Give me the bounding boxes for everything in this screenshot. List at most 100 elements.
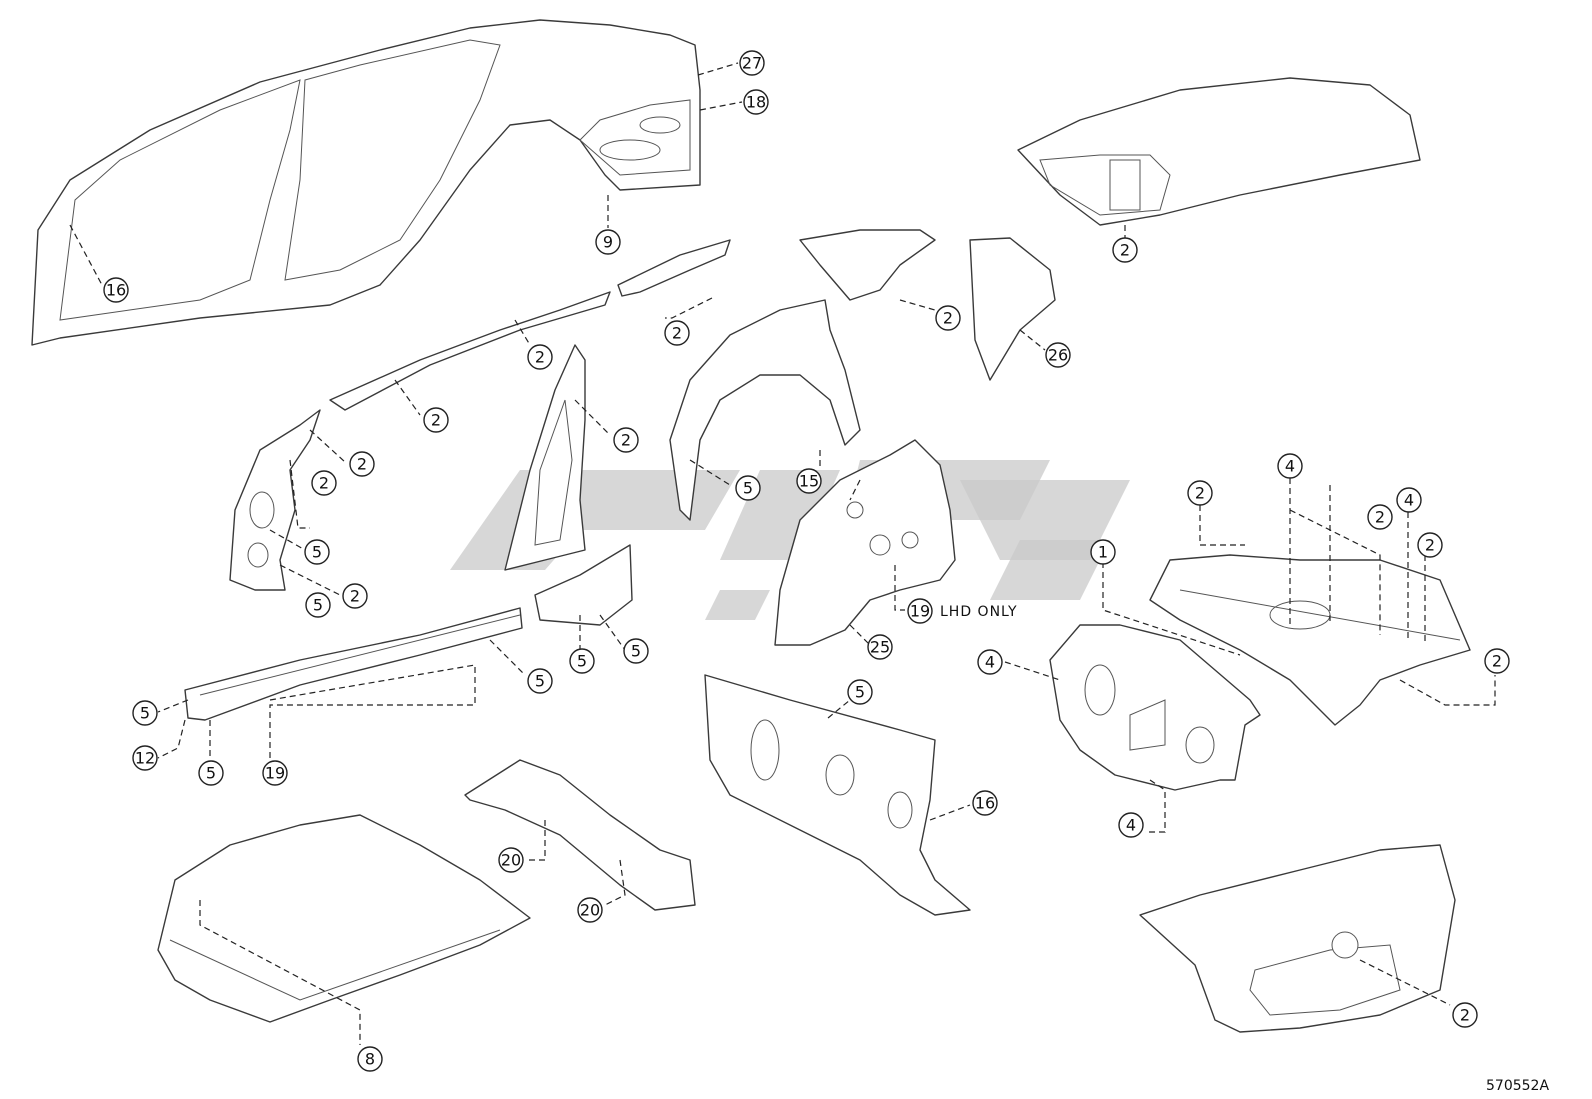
callout-2: 2 — [1452, 1002, 1478, 1028]
svg-text:25: 25 — [870, 638, 890, 657]
callout-4: 4 — [977, 649, 1003, 675]
svg-text:2: 2 — [1460, 1006, 1470, 1025]
svg-text:19: 19 — [910, 602, 930, 621]
svg-text:2: 2 — [1492, 652, 1502, 671]
svg-text:15: 15 — [799, 472, 819, 491]
svg-text:2: 2 — [943, 309, 953, 328]
front-side-member — [464, 759, 696, 911]
callout-5: 5 — [527, 668, 553, 694]
callout-8: 8 — [357, 1046, 383, 1072]
callout-2: 2 — [613, 427, 639, 453]
center-pillar — [504, 344, 586, 571]
callout-5: 5 — [304, 539, 330, 565]
callout-2: 2 — [1112, 237, 1138, 263]
callout-20: 20 — [498, 847, 524, 873]
svg-text:5: 5 — [577, 652, 587, 671]
callout-2: 2 — [1417, 532, 1443, 558]
svg-text:4: 4 — [1404, 491, 1414, 510]
svg-text:19: 19 — [265, 764, 285, 783]
roof-side-rail-parts — [329, 229, 1056, 411]
svg-text:2: 2 — [1120, 241, 1130, 260]
callout-9: 9 — [595, 229, 621, 255]
side-body-outer-panel — [31, 19, 701, 346]
callout-2: 2 — [664, 320, 690, 346]
callout-19: 19 — [907, 598, 933, 624]
svg-text:2: 2 — [621, 431, 631, 450]
callout-2: 2 — [0, 0, 5, 10]
svg-text:20: 20 — [501, 851, 521, 870]
callout-25: 25 — [867, 634, 893, 660]
callout-2: 2 — [935, 305, 961, 331]
callout-2: 2 — [0, 0, 5, 10]
svg-text:2: 2 — [431, 411, 441, 430]
svg-text:8: 8 — [365, 1050, 375, 1069]
svg-text:2: 2 — [1195, 484, 1205, 503]
lhd-only-note: LHD ONLY — [940, 604, 1018, 620]
svg-text:4: 4 — [1126, 816, 1136, 835]
svg-text:5: 5 — [206, 764, 216, 783]
callout-1: 1 — [1090, 539, 1116, 565]
callout-18: 18 — [743, 89, 769, 115]
callout-2: 2 — [1187, 480, 1213, 506]
svg-text:1: 1 — [1098, 543, 1108, 562]
dash-panel — [704, 674, 971, 916]
hood — [157, 814, 531, 1023]
callout-27: 27 — [739, 50, 765, 76]
svg-text:9: 9 — [603, 233, 613, 252]
callout-5: 5 — [569, 648, 595, 674]
callout-19: 19 — [262, 760, 288, 786]
svg-text:5: 5 — [313, 596, 323, 615]
svg-text:20: 20 — [580, 901, 600, 920]
callout-2: 2 — [423, 407, 449, 433]
svg-text:5: 5 — [743, 479, 753, 498]
svg-text:2: 2 — [357, 455, 367, 474]
svg-text:5: 5 — [855, 683, 865, 702]
svg-text:2: 2 — [1425, 536, 1435, 555]
callout-2: 2 — [311, 470, 337, 496]
callout-4: 4 — [1118, 812, 1144, 838]
callout-5: 5 — [198, 760, 224, 786]
svg-text:2: 2 — [350, 587, 360, 606]
callout-5: 5 — [847, 679, 873, 705]
callout-5: 5 — [0, 0, 5, 10]
svg-text:5: 5 — [535, 672, 545, 691]
callout-5: 5 — [735, 475, 761, 501]
rocker-panel — [184, 544, 633, 721]
callout-2: 2 — [1367, 504, 1393, 530]
callout-2: 2 — [349, 451, 375, 477]
roof-panel — [1017, 77, 1421, 226]
rear-wheel-house — [669, 299, 861, 521]
callout-12: 12 — [132, 745, 158, 771]
svg-text:12: 12 — [135, 749, 155, 768]
callout-4: 4 — [1277, 453, 1303, 479]
callout-2: 2 — [1484, 648, 1510, 674]
callout-26: 26 — [1045, 342, 1071, 368]
callout-16: 16 — [972, 790, 998, 816]
svg-text:2: 2 — [672, 324, 682, 343]
quarter-inner-panel — [774, 439, 956, 646]
luggage-door — [1139, 844, 1456, 1033]
callout-15: 15 — [796, 468, 822, 494]
svg-text:16: 16 — [106, 281, 126, 300]
front-pillar-structure — [229, 409, 321, 591]
leader-lines — [69, 62, 1496, 1045]
svg-text:4: 4 — [985, 653, 995, 672]
svg-text:5: 5 — [631, 642, 641, 661]
svg-text:5: 5 — [312, 543, 322, 562]
figure-id: 570552A — [1486, 1078, 1549, 1094]
svg-text:27: 27 — [742, 54, 762, 73]
callout-5: 5 — [623, 638, 649, 664]
callout-20: 20 — [577, 897, 603, 923]
callout-4: 4 — [1396, 487, 1422, 513]
svg-text:4: 4 — [1285, 457, 1295, 476]
callout-16: 16 — [103, 277, 129, 303]
svg-text:26: 26 — [1048, 346, 1068, 365]
callout-2: 2 — [342, 583, 368, 609]
callout-5: 5 — [132, 700, 158, 726]
back-panel — [1049, 624, 1261, 791]
callout-2: 2 — [527, 344, 553, 370]
svg-text:18: 18 — [746, 93, 766, 112]
svg-text:5: 5 — [140, 704, 150, 723]
